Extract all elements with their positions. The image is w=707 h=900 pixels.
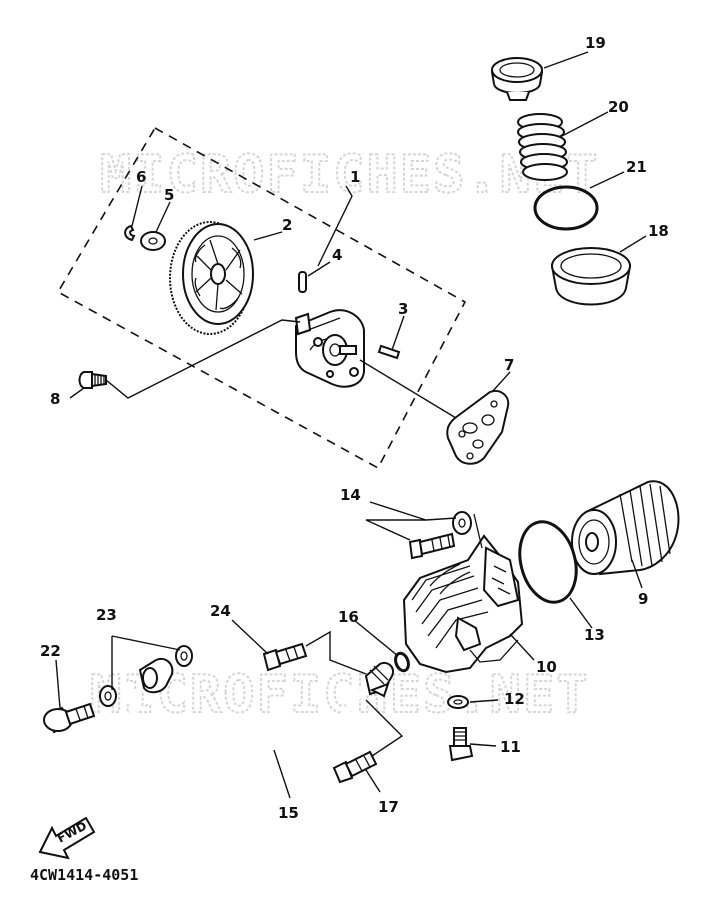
part-8-screw[interactable] — [78, 371, 107, 389]
part-1-oil-pump[interactable] — [294, 309, 365, 388]
part-14-bolt[interactable] — [408, 532, 456, 560]
part-3-pin[interactable] — [377, 344, 401, 360]
diagram-code: 4CW1414-4051 — [30, 866, 138, 884]
callout-1: 1 — [350, 168, 360, 186]
part-18-plug[interactable] — [550, 247, 632, 306]
part-21-o-ring[interactable] — [533, 185, 599, 231]
part-4-pin[interactable] — [298, 271, 307, 293]
callout-11: 11 — [500, 738, 521, 756]
part-19-cap[interactable] — [490, 57, 544, 101]
part-23-washer-right[interactable] — [175, 645, 193, 667]
callout-22: 22 — [40, 642, 61, 660]
callout-15: 15 — [278, 804, 299, 822]
part-24-bolt[interactable] — [262, 642, 308, 672]
callout-3: 3 — [398, 300, 408, 318]
part-22-drain-bolt[interactable] — [43, 702, 96, 734]
callout-17: 17 — [378, 798, 399, 816]
leader-lines — [55, 51, 647, 799]
callout-7: 7 — [504, 356, 514, 374]
part-11-screw[interactable] — [448, 727, 474, 762]
callout-19: 19 — [585, 34, 606, 52]
part-20-spring[interactable] — [517, 113, 568, 181]
part-7-gasket[interactable] — [446, 390, 510, 465]
part-9-oil-filter[interactable] — [571, 480, 680, 576]
callout-14: 14 — [340, 486, 361, 504]
callout-2: 2 — [282, 216, 292, 234]
part-2-driven-gear[interactable] — [169, 221, 254, 335]
part-6-circlip[interactable] — [124, 224, 136, 242]
callout-16: 16 — [338, 608, 359, 626]
callout-9: 9 — [638, 590, 648, 608]
callout-18: 18 — [648, 222, 669, 240]
callout-20: 20 — [608, 98, 629, 116]
callout-13: 13 — [584, 626, 605, 644]
callout-6: 6 — [136, 168, 146, 186]
part-5-washer[interactable] — [140, 231, 166, 251]
fwd-arrow-icon: FWD — [38, 816, 96, 860]
part-10-crankcase-cover[interactable] — [402, 513, 524, 674]
part-15-oil-pipe[interactable] — [129, 658, 394, 752]
part-23-washer-left[interactable] — [99, 685, 117, 707]
callout-4: 4 — [332, 246, 342, 264]
callout-21: 21 — [626, 158, 647, 176]
part-14-washer[interactable] — [452, 511, 472, 535]
part-17-bolt[interactable] — [332, 750, 378, 784]
callout-8: 8 — [50, 390, 60, 408]
callout-24: 24 — [210, 602, 231, 620]
watermark-top: MICROFICHES.NET — [100, 145, 600, 205]
callout-5: 5 — [164, 186, 174, 204]
callout-23: 23 — [96, 606, 117, 624]
part-13-o-ring[interactable] — [511, 515, 584, 608]
callout-10: 10 — [536, 658, 557, 676]
callout-12: 12 — [504, 690, 525, 708]
part-12-washer[interactable] — [447, 695, 469, 709]
part-16-o-ring[interactable] — [393, 651, 410, 673]
